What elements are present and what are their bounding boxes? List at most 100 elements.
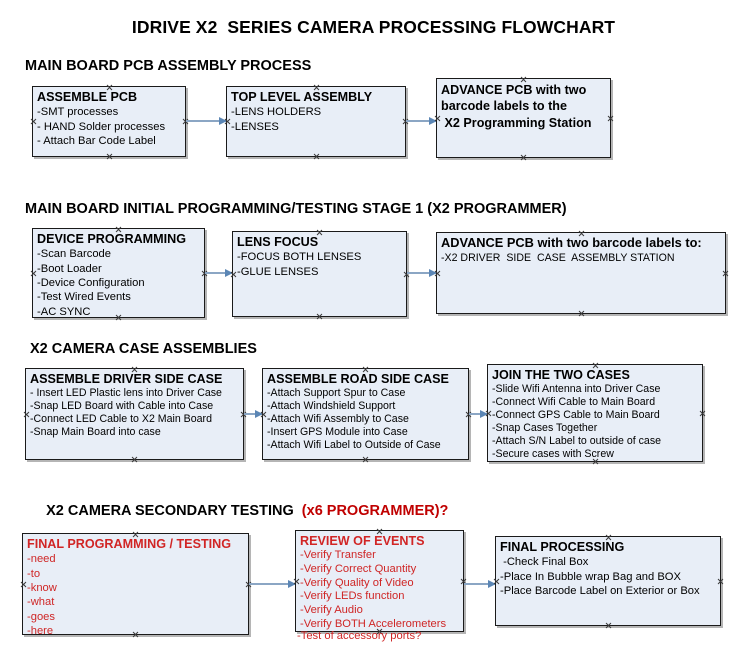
- node-line: -Attach Wifi Label to Outside of Case: [267, 439, 441, 452]
- connection-handle-left[interactable]: [493, 578, 500, 585]
- node-line: -FOCUS BOTH LENSES: [237, 251, 362, 264]
- node-assemble-road-side-case[interactable]: ASSEMBLE ROAD SIDE CASE -Attach Support …: [262, 368, 469, 460]
- node-line: -Snap Main Board into case: [30, 426, 161, 439]
- node-final-processing[interactable]: FINAL PROCESSING -Check Final Box -Place…: [495, 536, 721, 626]
- node-line: -Verify Correct Quantity: [300, 563, 417, 576]
- node-title: ASSEMBLE DRIVER SIDE CASE: [30, 372, 223, 386]
- node-line: -Snap Cases Together: [492, 422, 598, 435]
- connector-assemble-pcb-to-top-level-assembly: [186, 116, 227, 125]
- node-line: -know: [27, 582, 57, 595]
- node-line: -Device Configuration: [37, 277, 145, 290]
- node-line: -Connect Wifi Cable to Main Board: [492, 396, 656, 409]
- node-final-programming-testing[interactable]: FINAL PROGRAMMING / TESTING -need -to -k…: [20, 533, 249, 637]
- node-top-level-assembly[interactable]: TOP LEVEL ASSEMBLY -LENS HOLDERS -LENSES: [226, 86, 406, 157]
- node-line: -Boot Loader: [37, 262, 102, 275]
- node-line: -LENS HOLDERS: [231, 106, 322, 119]
- connection-handle-bottom[interactable]: [316, 313, 323, 320]
- node-lens-focus[interactable]: LENS FOCUS -FOCUS BOTH LENSES -GLUE LENS…: [232, 231, 407, 317]
- node-title: REVIEW OF EVENTS: [300, 534, 425, 548]
- node-title: TOP LEVEL ASSEMBLY: [231, 90, 373, 104]
- node-assemble-pcb[interactable]: ASSEMBLE PCB -SMT processes - HAND Solde…: [32, 86, 186, 157]
- node-line: -Place In Bubble wrap Bag and BOX: [500, 570, 681, 583]
- node-line: - HAND Solder processes: [37, 120, 166, 133]
- connection-handle-left[interactable]: [293, 578, 300, 585]
- node-title: LENS FOCUS: [237, 235, 319, 249]
- node-line: -Scan Barcode: [37, 248, 112, 261]
- connector-review-of-events-to-final-processing: [464, 579, 496, 588]
- section-heading-main-board-initial-programming: MAIN BOARD INITIAL PROGRAMMING/TESTING S…: [25, 201, 567, 217]
- connection-handle-left[interactable]: [23, 411, 30, 418]
- connector-driver-side-to-road-side: [244, 409, 263, 418]
- node-line: -Secure cases with Screw: [492, 448, 614, 461]
- connection-handle-left[interactable]: [30, 270, 37, 277]
- connection-handle-bottom[interactable]: [131, 456, 138, 463]
- section-heading-main-board-pcb-assembly: MAIN BOARD PCB ASSEMBLY PROCESS: [25, 58, 312, 74]
- node-line: -Connect LED Cable to X2 Main Board: [30, 413, 212, 426]
- connector-road-side-to-join-cases: [469, 409, 488, 418]
- connection-handle-left[interactable]: [20, 581, 27, 588]
- section-heading-accent: (x6 PROGRAMMER)?: [301, 503, 449, 519]
- node-line: -Test Wired Events: [37, 291, 131, 304]
- connector-top-level-assembly-to-advance-pcb: [406, 116, 437, 125]
- connection-handle-bottom[interactable]: [362, 456, 369, 463]
- node-device-programming[interactable]: DEVICE PROGRAMMING -Scan Barcode -Boot L…: [32, 228, 205, 318]
- node-line: -AC SYNC: [37, 305, 91, 318]
- node-line: -Attach Wifi Assembly to Case: [267, 413, 409, 426]
- node-title: JOIN THE TWO CASES: [492, 368, 630, 382]
- connection-handle-left[interactable]: [434, 115, 441, 122]
- node-title: ADVANCE PCB with two barcode labels to t…: [441, 83, 592, 130]
- node-line: -GLUE LENSES: [237, 265, 319, 278]
- connector-device-programming-to-lens-focus: [205, 268, 233, 277]
- node-line: -what: [27, 596, 55, 609]
- connection-handle-left[interactable]: [230, 271, 237, 278]
- node-line: - Attach Bar Code Label: [37, 135, 156, 148]
- connector-final-programming-to-review-of-events: [249, 579, 296, 588]
- node-line: -Connect GPS Cable to Main Board: [492, 409, 660, 422]
- page-title: IDRIVE X2 SERIES CAMERA PROCESSING FLOWC…: [131, 17, 616, 37]
- node-line: -Verify Transfer: [300, 549, 376, 562]
- node-line: -Place Barcode Label on Exterior or Box: [500, 585, 700, 598]
- section-heading-x2-camera-case-assemblies: X2 CAMERA CASE ASSEMBLIES: [30, 341, 257, 357]
- node-review-of-events-overflow-line: -Test of accessory ports?: [297, 630, 422, 642]
- connection-handle-bottom[interactable]: [313, 153, 320, 160]
- node-title: ASSEMBLE PCB: [37, 90, 138, 104]
- node-advance-pcb-to-driver-side-case-station[interactable]: ADVANCE PCB with two barcode labels to: …: [436, 232, 726, 314]
- node-line: -Check Final Box: [500, 556, 589, 569]
- section-heading-x2-camera-secondary-testing: X2 CAMERA SECONDARY TESTING (x6 PROGRAMM…: [30, 487, 448, 535]
- node-line: -to: [27, 567, 41, 580]
- node-line: -Attach Windshield Support: [267, 400, 396, 413]
- node-line: -Verify BOTH Accelerometers: [300, 617, 447, 630]
- node-review-of-events[interactable]: REVIEW OF EVENTS -Verify Transfer -Verif…: [295, 530, 464, 632]
- node-line: -Snap LED Board with Cable into Case: [30, 400, 214, 413]
- connection-handle-left[interactable]: [485, 410, 492, 417]
- node-advance-pcb-to-x2-programming-station[interactable]: ADVANCE PCB with two barcode labels to t…: [436, 78, 611, 158]
- connection-handle-bottom[interactable]: [520, 154, 527, 161]
- connection-handle-left[interactable]: [434, 270, 441, 277]
- node-line: -Verify LEDs function: [300, 590, 405, 603]
- node-line: -LENSES: [231, 120, 279, 133]
- node-line: - Insert LED Plastic lens into Driver Ca…: [30, 387, 222, 400]
- connector-lens-focus-to-advance-pcb: [407, 268, 437, 277]
- connection-handle-right[interactable]: [722, 270, 729, 277]
- node-line: -Insert GPS Module into Case: [267, 426, 408, 439]
- node-title: ADVANCE PCB with two barcode labels to:: [441, 235, 702, 250]
- connection-handle-left[interactable]: [30, 118, 37, 125]
- node-line: -Slide Wifi Antenna into Driver Case: [492, 383, 661, 396]
- connection-handle-bottom[interactable]: [578, 310, 585, 317]
- node-line: -Attach Support Spur to Case: [267, 387, 406, 400]
- node-line: -Verify Audio: [300, 604, 363, 617]
- connection-handle-bottom[interactable]: [106, 153, 113, 160]
- node-line: -SMT processes: [37, 106, 119, 119]
- node-line: -goes: [27, 610, 55, 623]
- node-assemble-driver-side-case[interactable]: ASSEMBLE DRIVER SIDE CASE - Insert LED P…: [25, 368, 244, 460]
- node-title: ASSEMBLE ROAD SIDE CASE: [267, 372, 449, 386]
- node-line: -Attach S/N Label to outside of case: [492, 435, 662, 448]
- connection-handle-left[interactable]: [260, 411, 267, 418]
- node-join-the-two-cases[interactable]: JOIN THE TWO CASES -Slide Wifi Antenna i…: [487, 364, 703, 462]
- section-heading-text: X2 CAMERA SECONDARY TESTING: [46, 503, 302, 519]
- connection-handle-left[interactable]: [224, 118, 231, 125]
- node-line: -need: [27, 553, 56, 566]
- connection-handle-bottom[interactable]: [605, 622, 612, 629]
- node-line: -X2 DRIVER SIDE CASE ASSEMBLY STATION: [441, 251, 675, 264]
